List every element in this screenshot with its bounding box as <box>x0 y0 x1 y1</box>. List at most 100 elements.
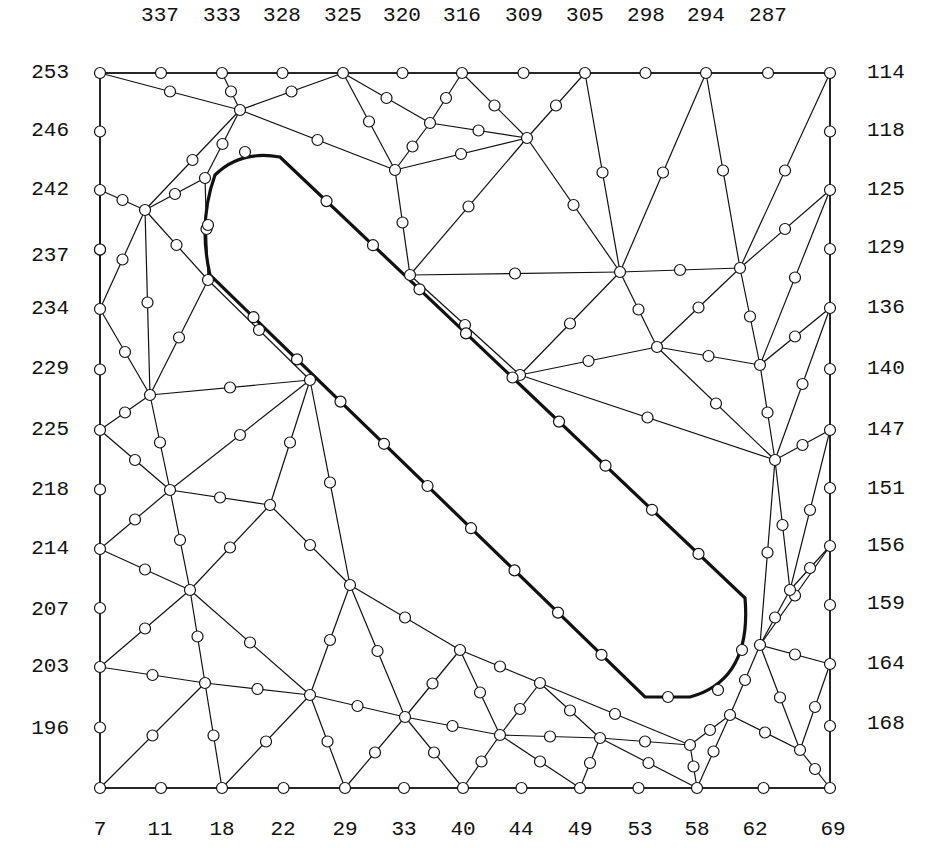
mesh-edge <box>240 110 395 170</box>
mesh-node <box>762 547 773 558</box>
mesh-edge <box>760 365 775 460</box>
mesh-node <box>790 649 801 660</box>
mesh-node <box>117 254 128 265</box>
mesh-edge <box>760 645 830 664</box>
mesh-node <box>652 342 663 353</box>
mesh-node <box>217 139 228 150</box>
mesh-edge <box>405 717 500 735</box>
mesh-node <box>755 640 766 651</box>
mesh-node <box>345 580 356 591</box>
node-number: 129 <box>866 236 906 260</box>
mesh-node <box>575 783 586 794</box>
mesh-node <box>286 86 297 97</box>
mesh-edge <box>150 380 310 395</box>
mesh-edge <box>145 178 205 210</box>
mesh-node <box>200 678 211 689</box>
mesh-node <box>596 649 607 660</box>
mesh-edge <box>343 73 395 170</box>
mesh-node <box>352 701 363 712</box>
mesh-node <box>642 412 653 423</box>
mesh-edge <box>527 138 620 272</box>
node-number: 309 <box>504 4 544 28</box>
mesh-node <box>265 500 276 511</box>
mesh-node <box>825 783 836 794</box>
mesh-node <box>225 382 236 393</box>
mesh-node <box>600 460 611 471</box>
mesh-node <box>810 764 821 775</box>
mesh-edge <box>145 110 240 210</box>
mesh-node <box>675 265 686 276</box>
mesh-node <box>466 523 477 534</box>
mesh-node <box>610 709 621 720</box>
node-number: 118 <box>866 119 906 143</box>
mesh-node <box>760 727 771 738</box>
mesh-node <box>372 646 383 657</box>
mesh-node <box>155 437 166 448</box>
domain-boundary <box>100 73 830 788</box>
mesh-node <box>95 304 106 315</box>
mesh-node <box>693 548 704 559</box>
mesh-edge <box>170 490 270 505</box>
mesh-node <box>522 133 533 144</box>
mesh-edge <box>350 585 405 717</box>
node-number: 242 <box>30 178 70 202</box>
mesh-node <box>245 637 256 648</box>
mesh-edge <box>430 73 462 123</box>
mesh-edge <box>270 505 350 585</box>
mesh-edge <box>100 210 145 309</box>
node-number: 140 <box>866 357 906 381</box>
mesh-node <box>777 520 788 531</box>
mesh-node <box>553 607 564 618</box>
mesh-edge <box>730 645 760 715</box>
mesh-edge <box>520 375 775 460</box>
mesh-node <box>551 100 562 111</box>
mesh-edge <box>730 715 800 750</box>
mesh-node <box>516 783 527 794</box>
mesh-node <box>758 783 769 794</box>
mesh-edge <box>463 735 500 788</box>
mesh-node <box>95 244 106 255</box>
mesh-edge <box>222 695 310 788</box>
mesh-node <box>545 731 556 742</box>
mesh-node <box>254 325 265 336</box>
mesh-edge <box>430 123 527 138</box>
mesh-node <box>95 68 106 79</box>
mesh-edge <box>310 695 345 788</box>
mesh-edge <box>205 683 310 695</box>
node-number: 294 <box>686 4 726 28</box>
mesh-node <box>399 783 410 794</box>
mesh-edge <box>657 347 775 460</box>
mesh-node <box>825 600 836 611</box>
mesh-edge <box>100 590 190 667</box>
node-number: 218 <box>30 478 70 502</box>
node-number: 151 <box>866 477 906 501</box>
mesh-edge <box>800 750 830 788</box>
mesh-edge <box>410 275 520 375</box>
mesh-edge <box>520 347 657 375</box>
mesh-node <box>797 440 808 451</box>
mesh-node <box>737 645 748 656</box>
mesh-node <box>461 328 472 339</box>
node-number: 207 <box>30 598 70 622</box>
mesh-edge <box>790 430 830 590</box>
mesh-node <box>397 217 408 228</box>
mesh-edge <box>500 683 540 735</box>
mesh-node <box>165 485 176 496</box>
mesh-edge <box>145 210 208 280</box>
mesh-node <box>208 730 219 741</box>
mesh-edge <box>395 170 410 275</box>
node-number: 114 <box>866 61 906 85</box>
node-number: 320 <box>382 4 422 28</box>
mesh-edge <box>100 667 205 683</box>
mesh-node <box>708 746 719 757</box>
mesh-node <box>325 477 336 488</box>
mesh-edge <box>395 138 527 170</box>
mesh-node <box>595 733 606 744</box>
mesh-node <box>95 544 106 555</box>
mesh-node <box>400 612 411 623</box>
mesh-node <box>117 195 128 206</box>
mesh-node <box>633 304 644 315</box>
mesh-edge <box>310 585 350 695</box>
mesh-node <box>261 736 272 747</box>
mesh-edge <box>540 683 690 745</box>
